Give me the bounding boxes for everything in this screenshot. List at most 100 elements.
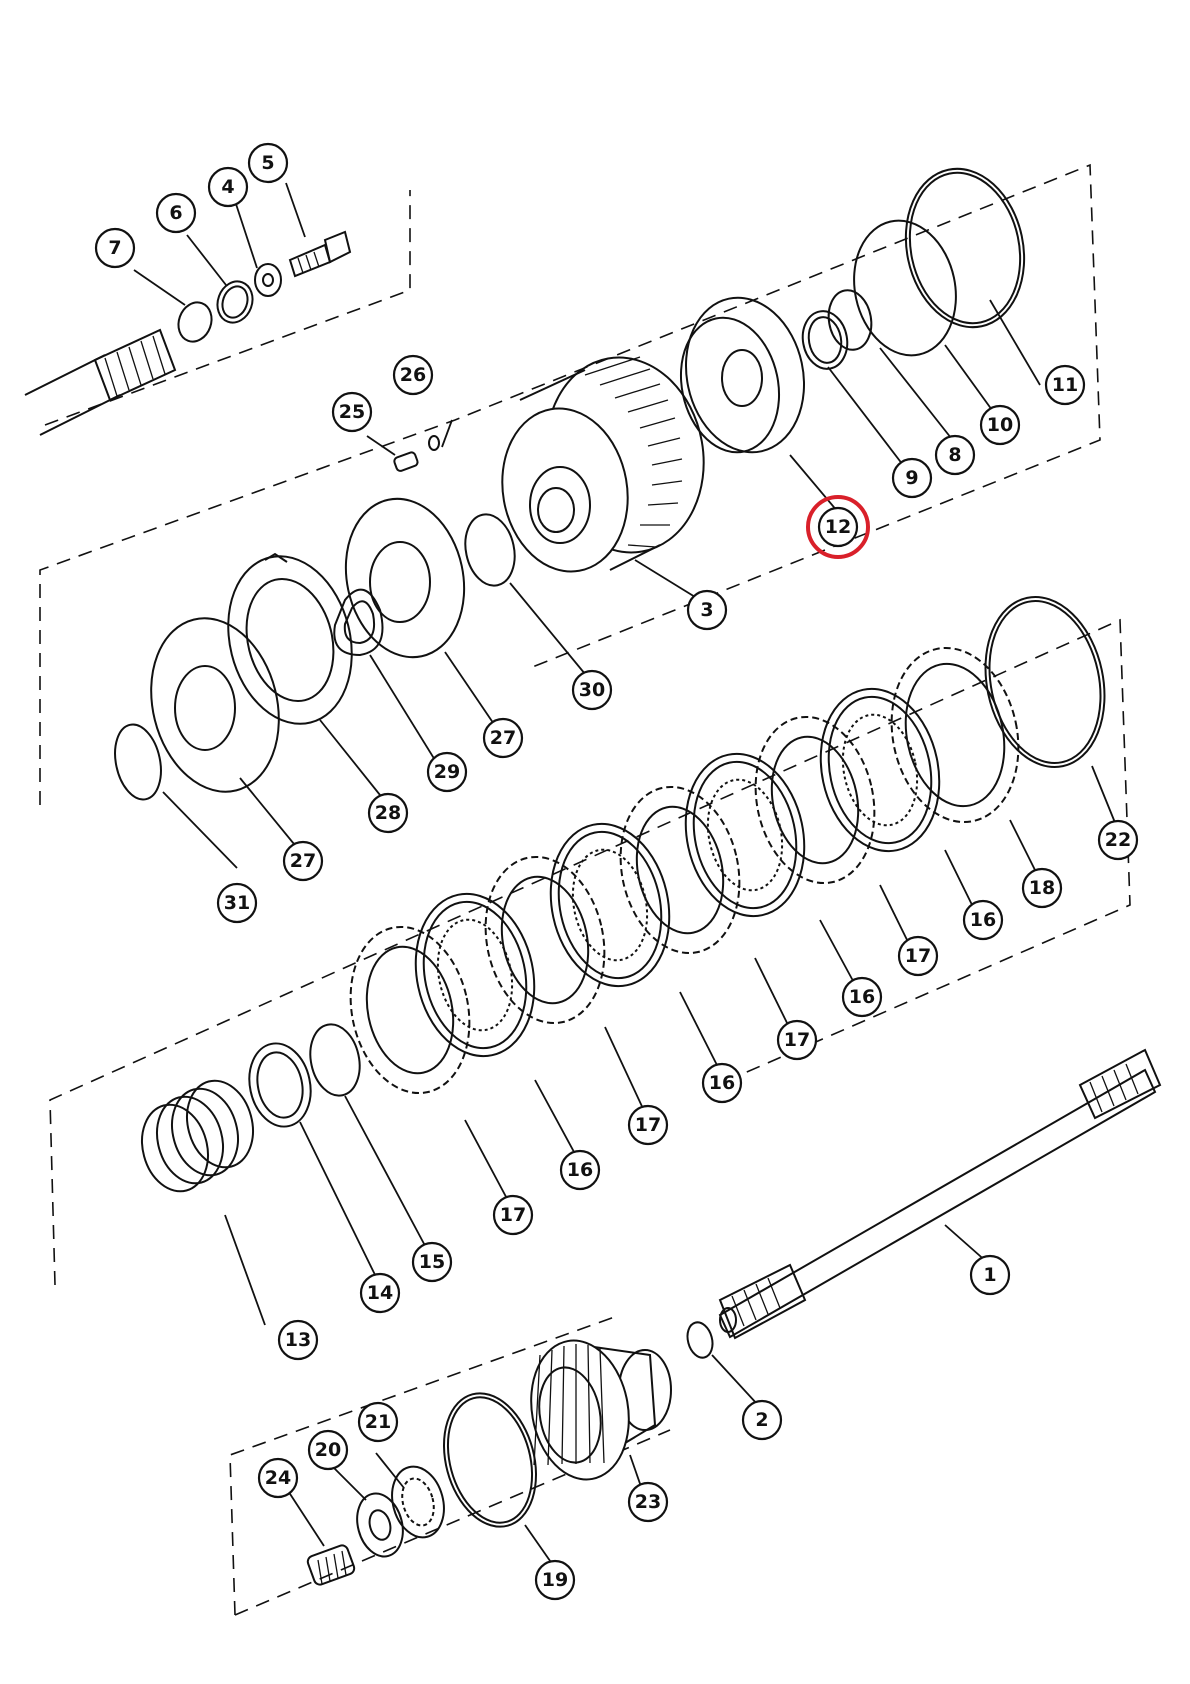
callout-15: 15	[411, 1241, 453, 1283]
part-6-ring	[216, 280, 254, 324]
callout-11: 11	[1044, 364, 1086, 406]
part-19-ring-inner	[446, 1396, 534, 1524]
part-4-washer	[254, 263, 282, 297]
callout-4: 4	[207, 166, 249, 208]
svg-text:16: 16	[849, 986, 875, 1008]
svg-text:26: 26	[400, 364, 426, 386]
callout-29: 29	[426, 751, 468, 793]
callout-22: 22	[1097, 819, 1139, 861]
callout-16-c: 16	[701, 1062, 743, 1104]
part-24-needle-bearing	[306, 1544, 356, 1586]
svg-text:19: 19	[542, 1569, 568, 1591]
svg-text:24: 24	[265, 1467, 291, 1489]
callout-31: 31	[216, 882, 258, 924]
part-27-plate-lower	[150, 617, 280, 793]
part-3-drum	[501, 356, 705, 573]
part-12-piston	[679, 296, 806, 454]
part-21-bearing	[391, 1465, 445, 1539]
part-8-seal	[827, 289, 873, 351]
boundary-top-left	[44, 190, 411, 426]
part-6-ring-inner	[221, 285, 249, 319]
svg-text:14: 14	[367, 1282, 393, 1304]
svg-text:8: 8	[948, 444, 961, 466]
svg-text:22: 22	[1105, 829, 1131, 851]
svg-text:17: 17	[500, 1204, 526, 1226]
callout-27-upper: 27	[482, 717, 524, 759]
part-29-spacer	[333, 588, 384, 657]
part-18-plate	[890, 646, 1020, 824]
boundary-upper	[39, 163, 1101, 805]
svg-text:4: 4	[221, 176, 234, 198]
svg-text:9: 9	[905, 467, 918, 489]
callout-1: 1	[969, 1254, 1011, 1296]
svg-text:30: 30	[579, 679, 605, 701]
part-23-hub	[530, 1339, 672, 1481]
callout-17-b: 17	[776, 1019, 818, 1061]
part-31-ring	[114, 723, 162, 801]
svg-text:20: 20	[315, 1439, 341, 1461]
callout-23: 23	[627, 1481, 669, 1523]
part-20-washer	[356, 1492, 404, 1558]
svg-text:17: 17	[784, 1029, 810, 1051]
callout-30: 30	[571, 669, 613, 711]
svg-text:6: 6	[169, 202, 182, 224]
callout-17-c: 17	[627, 1104, 669, 1146]
part-5-bolt	[288, 230, 352, 278]
part-9-seal-inner	[807, 316, 843, 364]
part-25-plug	[393, 451, 419, 472]
callout-17-a: 17	[897, 935, 939, 977]
svg-text:13: 13	[285, 1329, 311, 1351]
part-28-plate	[227, 552, 353, 725]
svg-text:15: 15	[419, 1251, 445, 1273]
callout-10: 10	[979, 404, 1021, 446]
callout-16-d: 16	[559, 1149, 601, 1191]
callout-7: 7	[94, 227, 136, 269]
boundary-lower	[49, 618, 1131, 1286]
shaft-stub	[24, 328, 177, 436]
part-7-ring	[177, 301, 213, 343]
part-26-oring	[428, 435, 440, 451]
svg-text:25: 25	[339, 401, 365, 423]
part-10-seal	[853, 219, 957, 357]
callout-2: 2	[741, 1399, 783, 1441]
clutch-pack	[349, 687, 941, 1095]
highlight-circle	[806, 495, 870, 559]
svg-text:23: 23	[635, 1491, 661, 1513]
part-2-ring	[686, 1321, 714, 1359]
callout-26: 26	[392, 354, 434, 396]
svg-text:3: 3	[700, 599, 713, 621]
part-11-ring-inner	[908, 171, 1022, 325]
callout-5: 5	[247, 142, 289, 184]
part-11-ring	[904, 167, 1026, 329]
callout-3: 3	[686, 589, 728, 631]
part-27-plate-upper	[344, 497, 466, 659]
part-14-retainer	[248, 1042, 312, 1128]
part-22-ring	[984, 596, 1106, 768]
part-15-ring	[309, 1023, 361, 1097]
callout-18: 18	[1021, 867, 1063, 909]
callout-16-a: 16	[962, 899, 1004, 941]
part-13-spring	[141, 1079, 254, 1193]
svg-text:31: 31	[224, 892, 250, 914]
part-30-ring	[464, 513, 516, 587]
svg-text:28: 28	[375, 802, 401, 824]
svg-text:11: 11	[1052, 374, 1078, 396]
svg-text:7: 7	[108, 237, 121, 259]
callout-28: 28	[367, 792, 409, 834]
parts	[24, 167, 1162, 1586]
svg-text:29: 29	[434, 761, 460, 783]
leader-lines	[133, 182, 1119, 1569]
callout-12: 12	[817, 506, 859, 548]
svg-text:27: 27	[290, 850, 316, 872]
callout-14: 14	[359, 1272, 401, 1314]
part-22-ring-inner	[988, 600, 1102, 764]
callout-21: 21	[357, 1401, 399, 1443]
part-1-shaft	[718, 1048, 1162, 1340]
svg-text:21: 21	[365, 1411, 391, 1433]
svg-text:12: 12	[825, 516, 851, 538]
callout-19: 19	[534, 1559, 576, 1601]
svg-text:16: 16	[970, 909, 996, 931]
svg-text:2: 2	[755, 1409, 768, 1431]
part-4-washer-hole	[262, 273, 274, 287]
